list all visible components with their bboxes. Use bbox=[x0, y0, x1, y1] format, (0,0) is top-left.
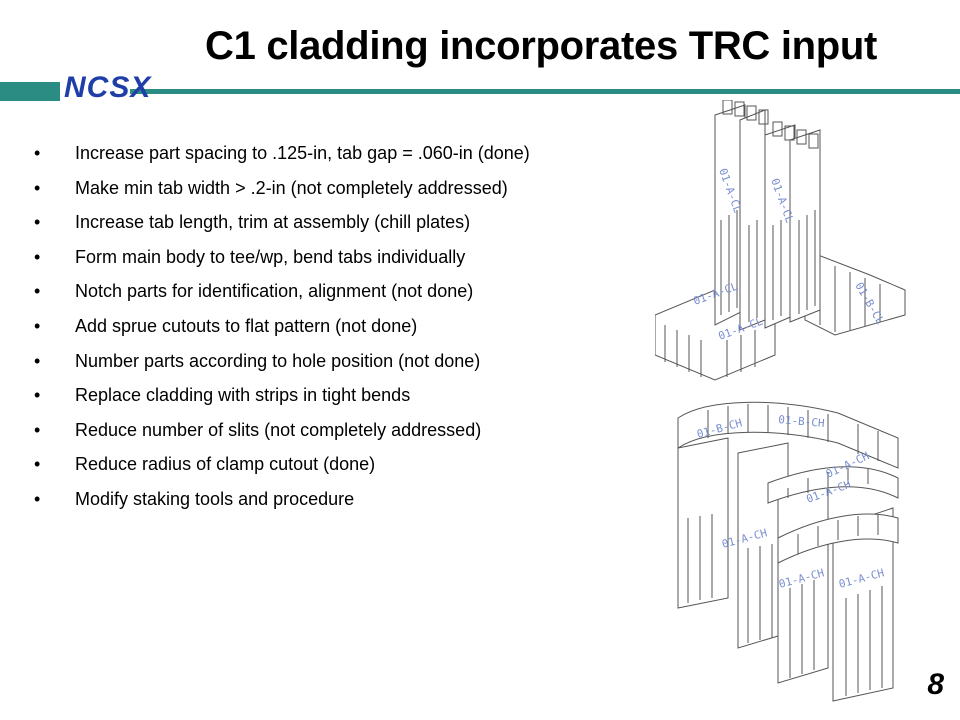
cladding-drawing-bottom: 01-B-CH 01-B-CH 01-A-CH 01-A-CH 01-A-CH … bbox=[677, 401, 899, 702]
bullet-dot: • bbox=[34, 212, 41, 233]
bullet-text: Notch parts for identification, alignmen… bbox=[75, 281, 474, 302]
page-number: 8 bbox=[927, 668, 944, 701]
bullet-item: • Add sprue cutouts to flat pattern (not … bbox=[34, 316, 530, 351]
bullet-dot: • bbox=[34, 246, 41, 267]
bullet-text: Reduce radius of clamp cutout (done) bbox=[75, 454, 376, 475]
bullet-item: • Notch parts for identification, alignme… bbox=[34, 281, 530, 316]
bullet-text: Make min tab width > .2-in (not complete… bbox=[75, 177, 508, 198]
bullet-dot: • bbox=[34, 488, 41, 509]
bullet-dot: • bbox=[34, 350, 41, 371]
bullet-text: Increase part spacing to .125-in, tab ga… bbox=[75, 143, 530, 163]
bullet-dot: • bbox=[34, 143, 41, 163]
bullet-item: • Modify staking tools and procedure bbox=[34, 489, 530, 524]
bullet-item: • Reduce radius of clamp cutout (done) bbox=[34, 454, 530, 489]
bullet-text: Reduce number of slits (not completely a… bbox=[75, 419, 482, 440]
bullet-item: • Make min tab width > .2-in (not complet… bbox=[34, 178, 530, 213]
bullet-text: Increase tab length, trim at assembly (c… bbox=[75, 212, 471, 233]
bullet-text: Add sprue cutouts to flat pattern (not d… bbox=[75, 315, 418, 336]
bullet-text: Number parts according to hole position … bbox=[75, 350, 481, 371]
bullet-text: Form main body to tee/wp, bend tabs indi… bbox=[75, 246, 466, 267]
part-label: 01-B-CH bbox=[778, 413, 825, 430]
bullet-item: • Number parts according to hole position… bbox=[34, 351, 530, 386]
bullet-item: • Form main body to tee/wp, bend tabs ind… bbox=[34, 247, 530, 282]
bullet-dot: • bbox=[34, 419, 41, 440]
logo-rule bbox=[130, 89, 960, 94]
bullet-item: • Increase tab length, trim at assembly (… bbox=[34, 212, 530, 247]
bullet-dot: • bbox=[34, 177, 41, 198]
bullet-dot: • bbox=[34, 281, 41, 302]
bullet-dot: • bbox=[34, 315, 41, 336]
bullet-item: • Increase part spacing to .125-in, tab g… bbox=[34, 143, 530, 178]
ncsx-logo: NCSX bbox=[64, 71, 152, 104]
page-title: C1 cladding incorporates TRC input bbox=[205, 24, 878, 68]
bullet-text: Modify staking tools and procedure bbox=[75, 488, 355, 509]
bullet-list: • Increase part spacing to .125-in, tab g… bbox=[34, 143, 530, 524]
bullet-dot: • bbox=[34, 454, 41, 475]
bullet-dot: • bbox=[34, 385, 41, 406]
bullet-text: Replace cladding with strips in tight be… bbox=[75, 385, 411, 406]
logo-bar-left bbox=[0, 82, 60, 101]
bullet-item: • Replace cladding with strips in tight b… bbox=[34, 385, 530, 420]
cladding-drawing-top: 01-A-CL 01-A-CL 01-A-CL 01-A-CL 01-B-CL bbox=[655, 100, 906, 381]
bullet-item: • Reduce number of slits (not completely … bbox=[34, 420, 530, 455]
